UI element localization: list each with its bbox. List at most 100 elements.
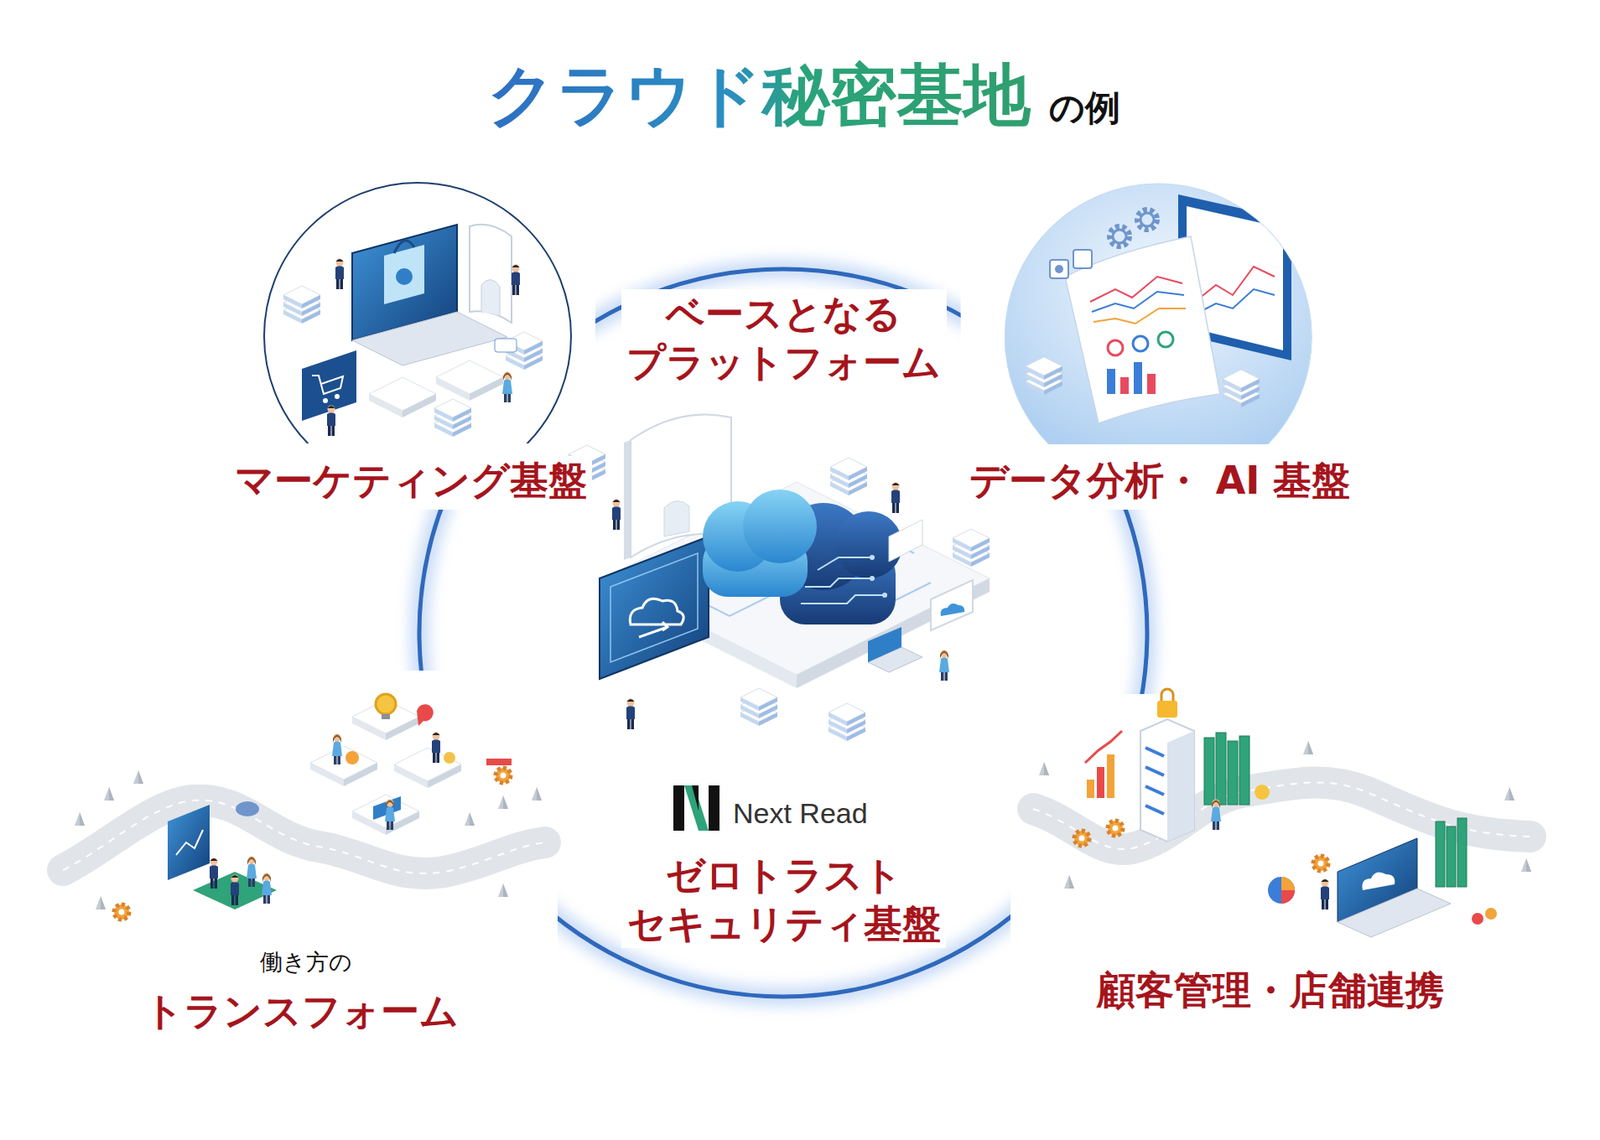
data-analysis-illustration <box>997 176 1325 445</box>
customer-store-illustration <box>1281 877 1295 891</box>
node-heading: マーケティング基盤 <box>229 456 593 505</box>
customer-store-illustration <box>1204 737 1215 806</box>
customer-store-illustration <box>1521 858 1532 873</box>
node-heading: ベースとなる プラットフォーム <box>621 289 947 387</box>
marketing-illustration <box>368 377 437 418</box>
work-style-illustration <box>375 694 396 715</box>
customer-store-illustration <box>1485 908 1497 920</box>
cloud-platform-illustration <box>891 483 900 515</box>
customer-store-illustration <box>1210 800 1221 832</box>
marketing-illustration <box>394 240 415 254</box>
work-style-illustration <box>261 873 272 905</box>
circle-outline <box>1004 183 1312 445</box>
work-style-illustration <box>352 794 420 836</box>
customer-store-illustration <box>1215 732 1226 806</box>
customer-store-illustration <box>1145 748 1164 815</box>
cloud-platform-illustration <box>610 553 698 663</box>
customer-store-illustration <box>1140 719 1195 842</box>
work-style-illustration <box>230 875 239 907</box>
work-style-illustration <box>498 795 509 810</box>
logo-diagonal <box>684 785 709 832</box>
text-holder: 働き方の <box>254 947 359 978</box>
cloud-back <box>805 578 873 588</box>
cloud-platform-illustration <box>740 688 778 727</box>
customer-store-area: 顧客管理・店舗連携 <box>1010 694 1535 1022</box>
customer-store-illustration <box>1446 826 1456 888</box>
data-analysis-illustration <box>1147 374 1156 395</box>
marketing-circle: マーケティング基盤 <box>226 181 596 510</box>
work-style-illustration <box>114 904 130 920</box>
data-analysis-illustration <box>1133 362 1143 395</box>
cloud-back <box>882 592 888 598</box>
ring-glow <box>419 269 1148 998</box>
text-holder: 顧客管理・店舗連携 <box>1091 966 1450 1015</box>
cloud-platform-illustration <box>930 580 973 631</box>
data-analysis-illustration <box>1054 264 1064 274</box>
cloud-platform-illustration <box>952 529 990 567</box>
work-style-illustration <box>332 734 343 766</box>
marketing-illustration <box>469 224 512 323</box>
data-analysis-illustration <box>1132 336 1149 352</box>
data-analysis-illustration <box>1158 332 1174 348</box>
data-analysis-illustration <box>1093 308 1186 324</box>
customer-store-illustration <box>1337 888 1451 938</box>
customer-store-illustration <box>1457 818 1467 888</box>
customer-store-illustration <box>1064 875 1075 889</box>
customer-store-illustration <box>1086 779 1095 799</box>
work-style-illustration <box>176 830 203 856</box>
marketing-illustration <box>434 399 472 437</box>
work-style-illustration <box>345 751 359 765</box>
customer-store-illustration <box>1471 913 1484 925</box>
marketing-illustration <box>335 259 344 291</box>
customer-store-illustration <box>1267 877 1295 904</box>
cloud-platform-illustration <box>623 440 631 561</box>
cloud-platform-illustration <box>940 603 965 617</box>
marketing-illustration <box>327 405 336 437</box>
node-caption: 働き方の <box>254 947 358 978</box>
marketing-illustration <box>395 268 413 286</box>
customer-store-illustration <box>1320 879 1330 911</box>
node-heading: データ分析・ AI 基盤 <box>964 456 1356 505</box>
customer-store-illustration <box>1254 784 1270 800</box>
customer-store-illustration <box>1303 741 1314 755</box>
marketing-illustration <box>352 311 508 366</box>
customer-store-illustration <box>1161 689 1174 702</box>
customer-store-illustration <box>1145 786 1164 795</box>
cloud-platform-illustration <box>888 519 923 562</box>
data-analysis-illustration <box>1073 249 1092 269</box>
cloud-front <box>702 489 817 598</box>
data-analysis-illustration <box>1222 369 1260 408</box>
cloud-platform-illustration <box>830 457 868 496</box>
marketing-illustration <box>311 375 343 395</box>
data-analysis-illustration <box>1109 226 1130 247</box>
work-style-illustration <box>486 758 512 766</box>
platform-ring <box>419 269 1148 998</box>
data-analysis-illustration <box>1090 276 1183 302</box>
customer-store-illustration <box>1145 748 1164 757</box>
customer-store-illustration <box>1435 818 1467 888</box>
marketing-illustration <box>322 398 328 404</box>
marketing-illustration <box>511 264 520 297</box>
data-analysis-illustration <box>1194 289 1275 315</box>
customer-store-illustration <box>1313 856 1329 872</box>
node-caption: Next Read <box>727 794 873 832</box>
next-read-logo <box>673 785 720 832</box>
work-style-illustration <box>531 787 542 801</box>
data-analysis-illustration <box>1137 209 1158 230</box>
data-analysis-illustration <box>997 176 1325 445</box>
cloud-platform-illustration <box>828 703 866 742</box>
cloud-platform-illustration <box>939 650 950 682</box>
work-style-illustration <box>95 896 106 910</box>
node-heading: ゼロトラスト セキュリティ基盤 <box>621 851 946 949</box>
logo-piece <box>691 785 699 811</box>
marketing-illustration <box>283 285 321 324</box>
work-style-illustration <box>209 858 219 890</box>
customer-store-illustration <box>1204 732 1250 806</box>
circle-outline <box>264 182 572 444</box>
cloud-back <box>817 557 873 571</box>
data-analysis-circle: データ分析・ AI 基盤 <box>961 183 1360 510</box>
text-holder: Next Read <box>727 794 874 832</box>
logo-bar <box>708 785 720 832</box>
label-holder: の例 <box>1049 87 1121 130</box>
